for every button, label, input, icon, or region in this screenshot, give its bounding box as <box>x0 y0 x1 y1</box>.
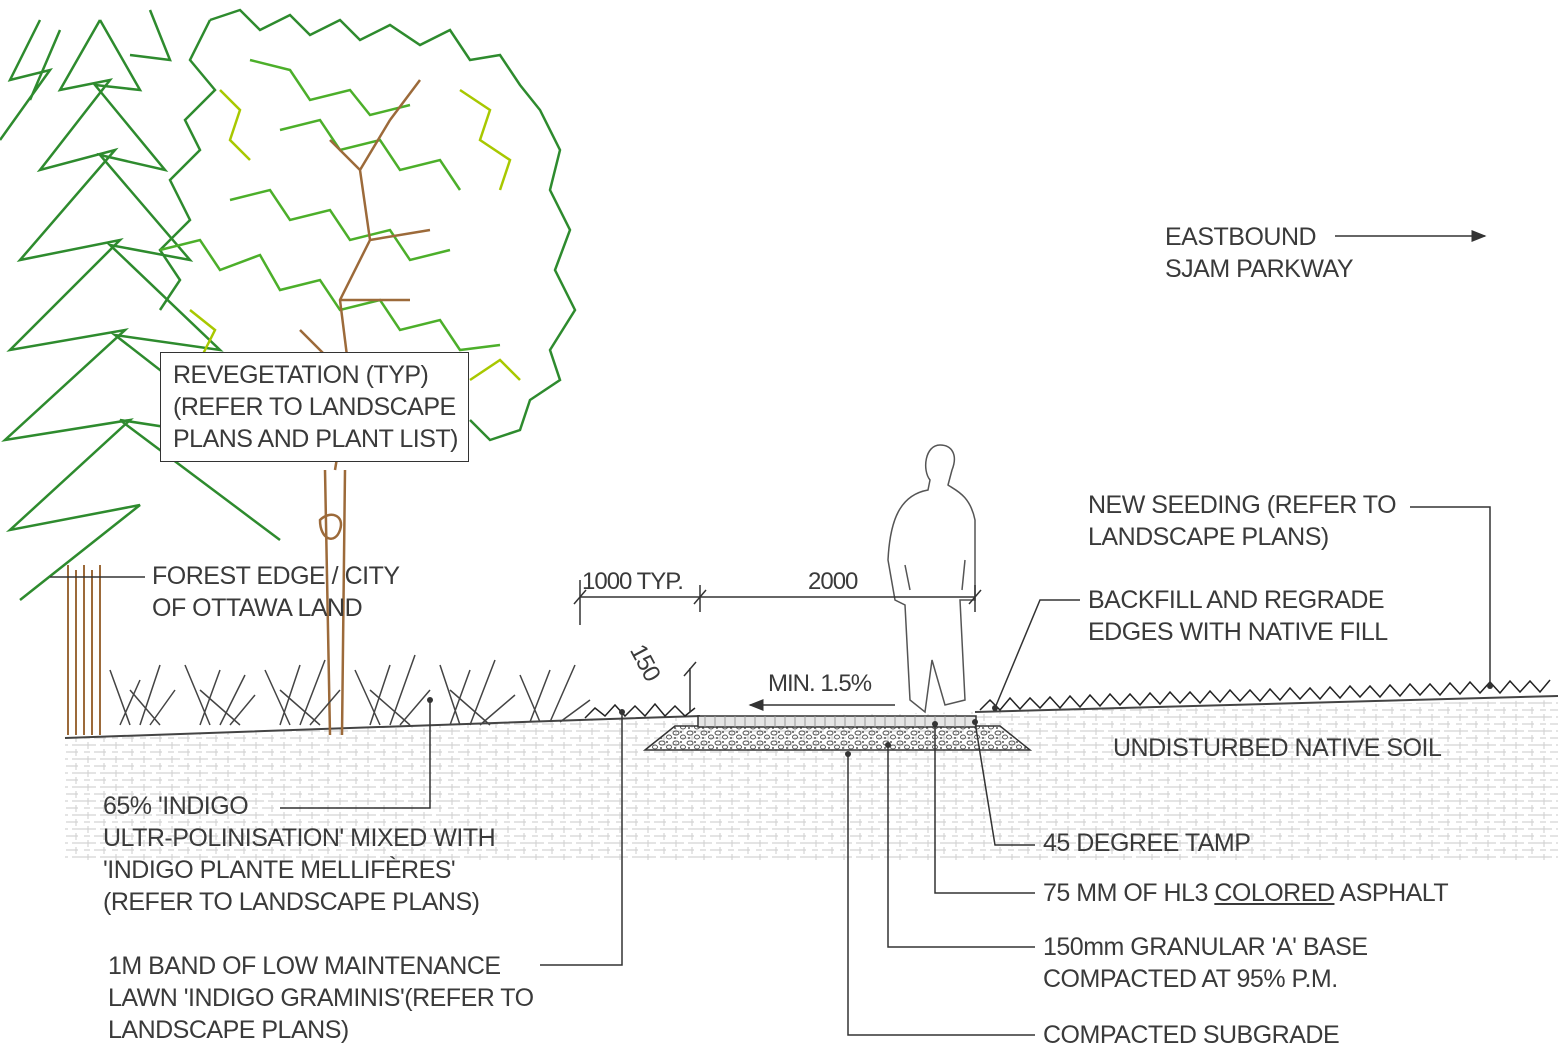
tamp-label: 45 DEGREE TAMP <box>1043 829 1251 857</box>
eastbound-line-1: EASTBOUND <box>1165 223 1317 251</box>
leader-lines <box>50 506 1491 1036</box>
backfill-line-1: BACKFILL AND REGRADE <box>1088 586 1385 614</box>
dim-depth-line <box>683 661 697 712</box>
forest-edge-line-2: OF OTTAWA LAND <box>152 594 363 622</box>
ornamental-grasses <box>109 654 591 726</box>
leader-granular <box>887 745 1035 948</box>
eastbound-line-2: SJAM PARKWAY <box>1165 255 1354 283</box>
new-seeding-line-1: NEW SEEDING (REFER TO <box>1088 491 1397 519</box>
slope-label: MIN. 1.5% <box>768 670 872 697</box>
ground-line-left <box>64 715 701 739</box>
eastbound-label: EASTBOUND SJAM PARKWAY <box>1165 221 1354 285</box>
revegetation-callout: REVEGETATION (TYP) (REFER TO LANDSCAPE P… <box>160 352 469 462</box>
low-lawn-band <box>584 702 696 719</box>
leader-subgrade <box>847 754 1035 1036</box>
native-soil <box>65 700 1558 860</box>
leader-new-seeding <box>1410 506 1491 686</box>
forest-edge-label: FOREST EDGE / CITY OF OTTAWA LAND <box>152 560 400 624</box>
backfill-line-2: EDGES WITH NATIVE FILL <box>1088 618 1388 646</box>
new-seeding-line-2: LANDSCAPE PLANS) <box>1088 523 1329 551</box>
leader-indigo <box>280 700 431 809</box>
dim-shoulder-label: 1000 TYP. <box>582 568 684 595</box>
undisturbed-soil-label: UNDISTURBED NATIVE SOIL <box>1113 734 1442 762</box>
revegetation-line-2: (REFER TO LANDSCAPE <box>173 393 456 421</box>
indigo-mix-line-2: ULTR-POLINISATION' MIXED WITH <box>103 824 496 852</box>
revegetation-line-3: PLANS AND PLANT LIST) <box>173 425 458 453</box>
new-seeding <box>979 679 1551 712</box>
ground-line-right <box>974 695 1558 713</box>
lawn-band-label: 1M BAND OF LOW MAINTENANCE LAWN 'INDIGO … <box>108 950 534 1046</box>
indigo-mix-line-1: 65% 'INDIGO <box>103 792 249 820</box>
conifer-tree <box>0 9 281 601</box>
leader-asphalt <box>934 724 1035 894</box>
asphalt-label-pre: 75 MM OF HL3 <box>1043 879 1208 907</box>
path-section <box>642 715 1033 751</box>
dimension-lines <box>573 230 1487 712</box>
granular-line-2: COMPACTED AT 95% P.M. <box>1043 965 1338 993</box>
indigo-mix-label: 65% 'INDIGO ULTR-POLINISATION' MIXED WIT… <box>103 790 496 918</box>
indigo-mix-line-3: 'INDIGO PLANTE MELLIFÈRES' <box>103 856 456 884</box>
leader-dots <box>427 683 1493 757</box>
granular-base <box>642 725 1033 751</box>
revegetation-line-1: REVEGETATION (TYP) <box>173 361 429 389</box>
dim-path-width-label: 2000 <box>808 568 858 595</box>
lawn-band-line-1: 1M BAND OF LOW MAINTENANCE <box>108 952 501 980</box>
leader-tamp <box>974 721 1035 846</box>
lawn-band-line-3: LANDSCAPE PLANS) <box>108 1016 349 1044</box>
leader-backfill <box>994 599 1080 709</box>
deciduous-tree <box>158 8 577 442</box>
indigo-mix-line-4: (REFER TO LANDSCAPE PLANS) <box>103 888 480 916</box>
leader-lawn <box>540 712 623 966</box>
asphalt-label-underlined: COLORED <box>1214 879 1335 907</box>
person-figure <box>887 444 976 714</box>
lawn-band-line-2: LAWN 'INDIGO GRAMINIS'(REFER TO <box>108 984 534 1012</box>
backfill-label: BACKFILL AND REGRADE EDGES WITH NATIVE F… <box>1088 584 1388 648</box>
new-seeding-label: NEW SEEDING (REFER TO LANDSCAPE PLANS) <box>1088 489 1397 553</box>
granular-label: 150mm GRANULAR 'A' BASE COMPACTED AT 95%… <box>1043 931 1368 995</box>
asphalt-label-post: ASPHALT <box>1339 879 1449 907</box>
conifer-trunk <box>67 565 101 735</box>
granular-line-1: 150mm GRANULAR 'A' BASE <box>1043 933 1368 961</box>
forest-edge-line-1: FOREST EDGE / CITY <box>152 562 400 590</box>
asphalt-texture <box>704 716 966 727</box>
subgrade-label: COMPACTED SUBGRADE <box>1043 1021 1340 1049</box>
ground-section <box>64 695 1558 860</box>
asphalt-label: 75 MM OF HL3 COLORED ASPHALT <box>1043 877 1449 909</box>
